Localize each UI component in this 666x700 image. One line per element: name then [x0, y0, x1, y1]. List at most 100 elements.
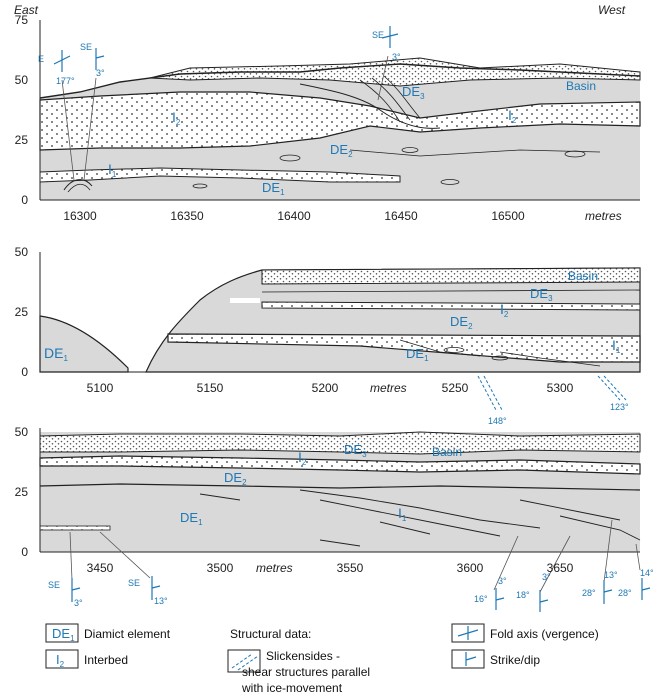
interbed-i2-upper — [39, 91, 641, 151]
structure-angle: 14° — [640, 568, 654, 578]
x-tick: 16450 — [384, 209, 418, 223]
legend-strike-text: Strike/dip — [490, 653, 540, 667]
legend-structural-title: Structural data: — [230, 627, 311, 641]
interbed-i1-upper — [39, 167, 401, 183]
y-tick: 25 — [15, 305, 29, 319]
x-unit-label: metres — [256, 561, 293, 575]
strike-dip-icon — [465, 652, 477, 666]
structure-dir: SE — [80, 42, 92, 52]
element-label: DE1 — [406, 346, 429, 363]
legend: DE1 Diamict element I2 Interbed Structur… — [45, 623, 599, 695]
basin-label: Basin — [568, 269, 598, 283]
element-label: DE2 — [330, 142, 353, 159]
y-tick: 0 — [21, 365, 28, 379]
element-label: DE2 — [224, 470, 247, 487]
upper-section-panel — [39, 20, 641, 201]
x-tick: 5250 — [442, 381, 469, 395]
y-tick: 0 — [21, 545, 28, 559]
upper-y-ticks: 75 50 25 0 — [15, 13, 29, 207]
lower-element-labels: DE3 DE2 DE1 I2 I1 Basin SE 3° SE 13° 16°… — [48, 442, 654, 608]
upper-x-ticks: 16300 16350 16400 16450 16500 metres — [63, 209, 621, 223]
x-unit-label: metres — [370, 381, 407, 395]
structure-angle: 177° — [56, 76, 75, 86]
structure-dir: SE — [48, 580, 60, 590]
element-label: I2 — [172, 109, 181, 127]
structure-angle: 3° — [96, 68, 105, 78]
structure-angle: 3° — [74, 598, 83, 608]
element-label: DE2 — [450, 314, 473, 331]
x-tick: 3550 — [337, 561, 364, 575]
lower-y-ticks: 50 25 0 — [15, 425, 29, 559]
legend-de-symbol: DE1 — [52, 626, 75, 643]
y-tick: 75 — [15, 13, 29, 27]
legend-i-symbol: I2 — [56, 652, 65, 669]
y-tick: 50 — [15, 73, 29, 87]
legend-slick-line2: shear structures parallel — [242, 665, 370, 679]
structure-dir: SE — [128, 578, 140, 588]
element-label: I2 — [298, 449, 307, 467]
y-tick: 25 — [15, 133, 29, 147]
x-tick: 5150 — [197, 381, 224, 395]
element-label: I1 — [398, 505, 407, 523]
legend-de-box — [45, 623, 79, 643]
legend-i-box — [45, 649, 79, 669]
structure-dir: E — [38, 54, 44, 64]
x-tick: 16300 — [63, 209, 97, 223]
structure-angle: 148° — [488, 416, 507, 426]
element-label: DE1 — [180, 510, 203, 527]
element-label: I1 — [108, 161, 117, 179]
x-tick: 3450 — [87, 561, 114, 575]
middle-section-panel — [39, 252, 641, 411]
element-label: DE1 — [262, 180, 285, 197]
diamict-wedge — [39, 315, 129, 373]
y-tick: 0 — [21, 193, 28, 207]
y-tick: 50 — [15, 425, 29, 439]
x-tick: 3500 — [207, 561, 234, 575]
legend-slick-line3: with ice-movement — [241, 681, 343, 695]
lower-x-ticks: 3450 3500 3550 3600 3650 metres — [87, 561, 574, 575]
element-label: DE3 — [402, 84, 425, 101]
legend-slickenside-box — [227, 649, 261, 673]
element-label: DE3 — [344, 442, 367, 459]
x-tick: 16350 — [170, 209, 204, 223]
x-tick: 16400 — [277, 209, 311, 223]
structure-angle: 3° — [392, 52, 401, 62]
y-tick: 25 — [15, 485, 29, 499]
basin-label: Basin — [566, 79, 596, 93]
legend-i-text: Interbed — [84, 653, 128, 667]
structure-angle: 3° — [542, 572, 551, 582]
element-label: I2 — [508, 107, 517, 125]
basin-label: Basin — [432, 445, 462, 459]
structure-angle: 28° — [582, 588, 596, 598]
structure-angle: 18° — [516, 590, 530, 600]
element-label: I1 — [612, 337, 621, 355]
middle-y-ticks: 50 25 0 — [15, 245, 29, 379]
x-tick: 3600 — [457, 561, 484, 575]
upper-element-labels: DE3 DE2 DE1 I2 I2 I1 Basin E 177° SE 3° … — [38, 30, 596, 197]
x-tick: 5300 — [547, 381, 574, 395]
legend-slick-line1: Slickensides - — [266, 649, 340, 663]
y-tick: 50 — [15, 245, 29, 259]
structure-angle: 13° — [154, 596, 168, 606]
x-tick: 3650 — [547, 561, 574, 575]
fold-axis-icon — [457, 626, 479, 640]
lower-section-panel — [39, 428, 651, 612]
element-label: DE3 — [530, 286, 553, 303]
header-west: West — [598, 3, 626, 17]
structure-angle: 13° — [604, 570, 618, 580]
legend-de-text: Diamict element — [84, 627, 171, 641]
x-tick: 5200 — [312, 381, 339, 395]
element-label: DE1 — [44, 345, 68, 363]
structure-angle: 123° — [610, 402, 629, 412]
x-unit-label: metres — [585, 209, 622, 223]
header-east: East — [14, 3, 39, 17]
slickenside-icon — [231, 653, 259, 671]
structure-dir: SE — [372, 30, 384, 40]
element-label: I2 — [500, 301, 509, 319]
structure-angle: 16° — [474, 594, 488, 604]
structure-angle: 3° — [498, 576, 507, 586]
middle-element-labels: DE1 DE3 DE2 DE1 I2 I1 Basin 148° 123° — [44, 269, 629, 426]
legend-fold-text: Fold axis (vergence) — [490, 627, 599, 641]
x-tick: 5100 — [87, 381, 114, 395]
